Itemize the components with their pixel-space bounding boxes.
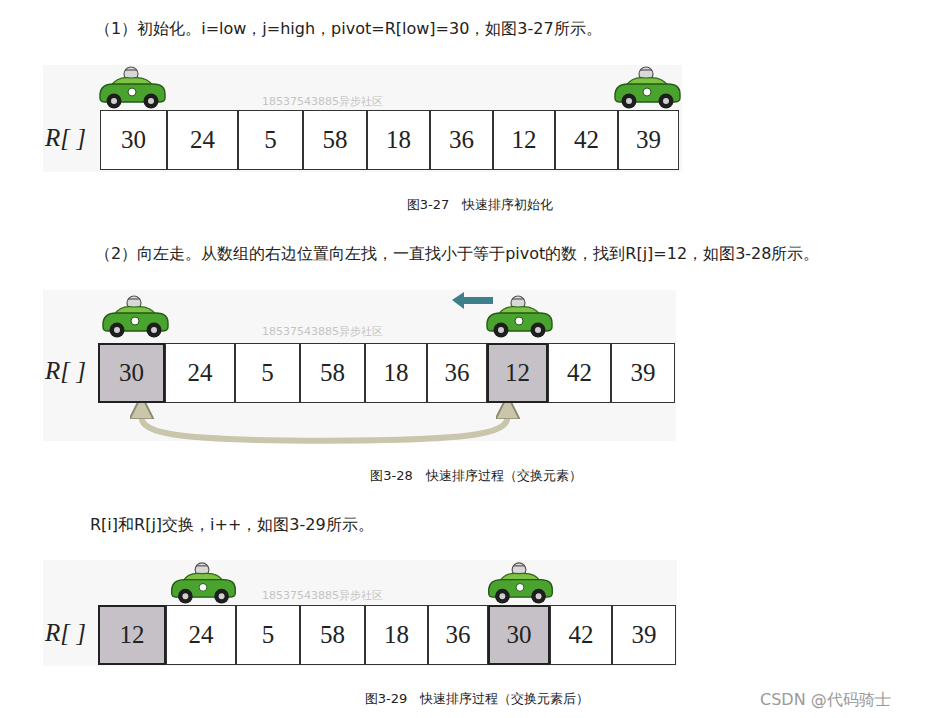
cell-value: 18 <box>384 621 409 649</box>
step-text: R[i]和R[j]交换，i++，如图3-29所示。 <box>90 515 374 536</box>
cell-value: 42 <box>574 126 599 154</box>
array-cell: 12 <box>98 605 166 665</box>
array-cell: 39 <box>612 605 676 665</box>
cell-value: 42 <box>567 359 592 387</box>
array-name: R[ ] <box>45 124 86 152</box>
cell-value: 24 <box>190 126 215 154</box>
cell-value: 12 <box>120 621 145 649</box>
watermark: 18537543885异步社区 <box>262 94 383 109</box>
cell-value: 12 <box>505 359 530 387</box>
cell-value: 24 <box>189 621 214 649</box>
cell-value: 39 <box>636 126 661 154</box>
array-cell: 12 <box>487 343 548 403</box>
array-cell: 42 <box>550 605 612 665</box>
cell-value: 24 <box>188 359 213 387</box>
cell-value: 30 <box>121 126 146 154</box>
car-icon <box>487 296 552 338</box>
array-cell: 39 <box>611 343 675 403</box>
figure-caption: 图3-27 快速排序初始化 <box>230 196 730 214</box>
array-name: R[ ] <box>45 619 86 647</box>
array-name: R[ ] <box>45 357 86 385</box>
array-cell: 30 <box>98 343 165 403</box>
array-cell: 58 <box>300 343 365 403</box>
car-icon <box>615 67 680 109</box>
array-cell: 36 <box>427 343 487 403</box>
cell-value: 30 <box>119 359 144 387</box>
figure-caption: 图3-29 快速排序过程（交换元素后） <box>227 690 727 708</box>
array-cell: 58 <box>303 110 367 170</box>
step-text: （2）向左走。从数组的右边位置向左找，一直找小于等于pivot的数，找到R[j]… <box>95 244 819 265</box>
cell-value: 36 <box>449 126 474 154</box>
array-cell: 24 <box>166 605 236 665</box>
watermark: 18537543885异步社区 <box>262 324 383 339</box>
array-cell: 42 <box>555 110 618 170</box>
array-cell: 36 <box>428 605 488 665</box>
array-cell: 5 <box>238 110 303 170</box>
watermark: CSDN @代码骑士 <box>760 690 891 711</box>
array-cell: 36 <box>430 110 493 170</box>
car-icon <box>172 563 236 604</box>
array-cell: 58 <box>300 605 365 665</box>
watermark: 18537543885异步社区 <box>262 588 383 603</box>
array-cell: 42 <box>548 343 611 403</box>
swap-arrow <box>142 412 508 441</box>
array-cell: 30 <box>100 110 167 170</box>
step-text: （1）初始化。i=low，j=high，pivot=R[low]=30，如图3-… <box>95 19 602 40</box>
array-cell: 18 <box>365 343 427 403</box>
cell-value: 18 <box>384 359 409 387</box>
cell-value: 5 <box>262 621 275 649</box>
array-cell: 24 <box>165 343 235 403</box>
array-cell: 30 <box>488 605 550 665</box>
direction-arrow <box>452 292 493 309</box>
figure-panel <box>43 560 677 666</box>
array-cell: 18 <box>367 110 430 170</box>
cell-value: 5 <box>261 359 274 387</box>
cell-value: 36 <box>445 359 470 387</box>
array-cell: 5 <box>236 605 300 665</box>
cell-value: 36 <box>446 621 471 649</box>
figure-panel <box>43 290 676 441</box>
array-cell: 12 <box>493 110 555 170</box>
cell-value: 39 <box>631 359 656 387</box>
array-cell: 24 <box>167 110 238 170</box>
cell-value: 58 <box>320 621 345 649</box>
car-icon <box>103 296 168 338</box>
array-cell: 18 <box>365 605 428 665</box>
cell-value: 12 <box>512 126 537 154</box>
cell-value: 5 <box>264 126 277 154</box>
cell-value: 58 <box>323 126 348 154</box>
car-icon <box>100 67 165 109</box>
figure-caption: 图3-28 快速排序过程（交换元素） <box>226 467 726 485</box>
car-icon <box>489 563 553 604</box>
cell-value: 58 <box>320 359 345 387</box>
array-cell: 5 <box>235 343 300 403</box>
cell-value: 39 <box>632 621 657 649</box>
cell-value: 18 <box>386 126 411 154</box>
cell-value: 42 <box>569 621 594 649</box>
figure-panel <box>43 65 682 172</box>
cell-value: 30 <box>507 621 532 649</box>
array-cell: 39 <box>618 110 679 170</box>
